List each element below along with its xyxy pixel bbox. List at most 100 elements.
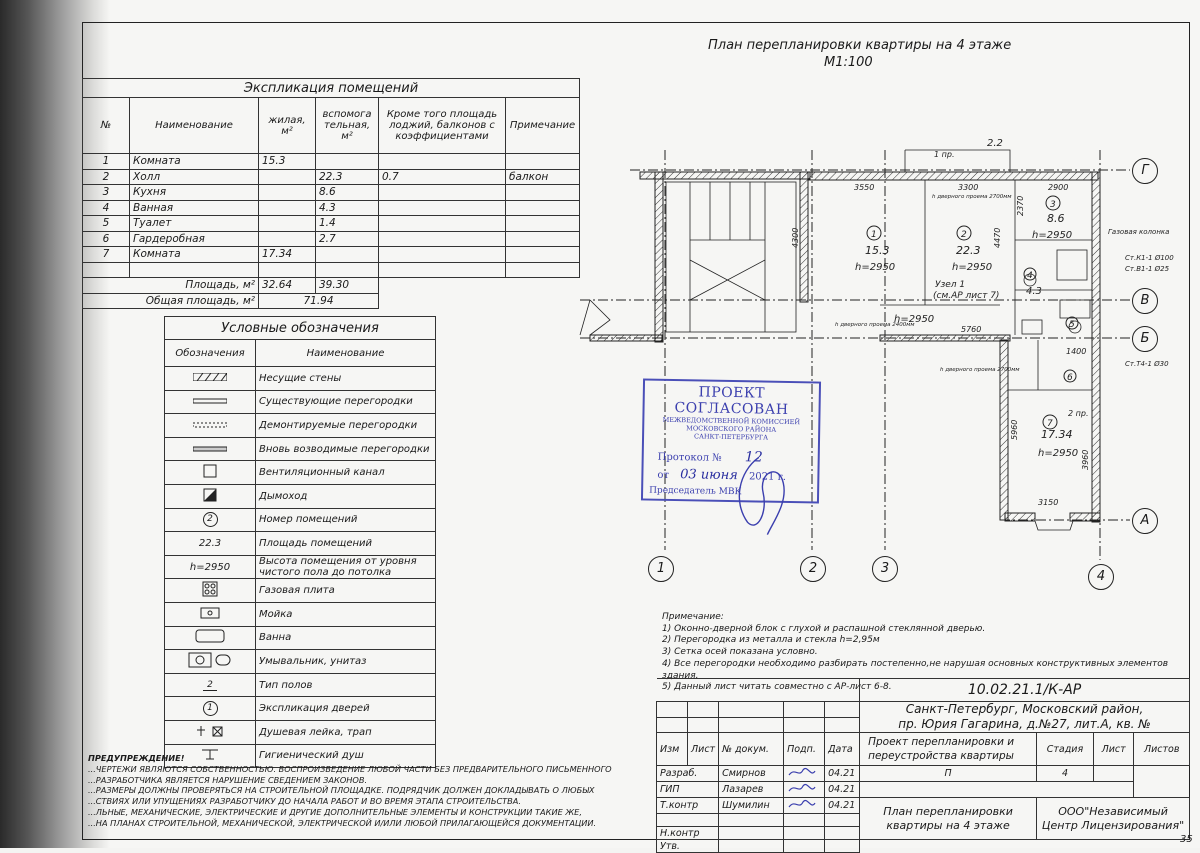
notes-title: Примечание:: [662, 612, 724, 622]
explication-header: вспомога тельная, м²: [315, 97, 379, 154]
explication-cell: 8.6: [315, 184, 379, 201]
explication-table: Экспликация помещений № Наименование жил…: [82, 78, 580, 309]
approval-stamp: ПРОЕКТ СОГЛАСОВАН МЕЖВЕДОМСТВЕННОЙ КОМИС…: [640, 378, 822, 535]
legend-name: Высота помещения от уровня чистого пола …: [255, 554, 436, 580]
gas-label: Газовая колонка: [1108, 228, 1169, 236]
drawing-frame: [82, 22, 1190, 840]
smoke-channel-icon: [164, 483, 256, 509]
legend-name: Ванна: [255, 625, 436, 651]
warning-line: ...ЛЬНЫЕ, МЕХАНИЧЕСКИЕ, ЭЛЕКТРИЧЕСКИЕ И …: [88, 806, 582, 817]
legend-symbol: 2: [202, 512, 218, 528]
room-height: h=2950: [1032, 230, 1072, 241]
floor-plan: 3550 3300 2900 5760 1400 3150 5960 3960 …: [579, 138, 1174, 560]
explication-cell: 7: [82, 246, 130, 263]
legend-name: Вновь возводимые перегородки: [255, 436, 436, 462]
washbasin-toilet-icon: [164, 649, 256, 674]
legend-name: Вентиляционный канал: [255, 460, 436, 485]
signature-cell: [783, 813, 826, 827]
signatory-date: 04.21: [824, 797, 861, 814]
plan-title: План перепланировки квартиры на 4 этаже: [708, 38, 1012, 53]
explication-cell: Комната: [129, 153, 259, 170]
legend-name: Несущие стены: [255, 366, 436, 391]
legend-name: Газовая плита: [255, 578, 436, 603]
existing-partition-icon: [164, 389, 256, 415]
address-line: пр. Юрия Гагарина, д.№27, лит.А, кв. №: [898, 717, 1151, 731]
legend-name: Площадь помещений: [255, 531, 436, 556]
address-line: Санкт-Петербург, Московский район,: [905, 702, 1144, 716]
riser-label: Ст.Т4-1 Ø30: [1125, 360, 1169, 368]
sheets-label: Листов: [1133, 732, 1190, 766]
explication-cell: Гардеробная: [129, 230, 259, 247]
note-item: 2) Перегородка из металла и стекла h=2,9…: [662, 635, 880, 646]
legend-row: Газовая плита: [164, 578, 436, 603]
dim-label: 4300: [791, 228, 800, 248]
explication-cell: [258, 199, 316, 216]
dim-label: 1400: [1066, 347, 1086, 356]
total-label: Общая площадь, м²: [82, 292, 259, 309]
note-item: 3) Сетка осей показана условно.: [662, 647, 818, 658]
signature-scribble: [788, 768, 816, 776]
stamp-date-prefix: от: [657, 469, 670, 481]
tb-col-header: № докум.: [718, 732, 785, 766]
signatory-name: Лазарев: [718, 781, 785, 798]
explication-cell: [258, 184, 316, 201]
explication-cell: [258, 168, 316, 185]
area-living: 32.64: [258, 277, 316, 294]
stamp-line: ПРОЕКТ СОГЛАСОВАН: [674, 384, 789, 418]
legend-name: Дымоход: [255, 483, 436, 509]
legend-table: Условные обозначения Обозначения Наимено…: [164, 316, 436, 769]
explication-cell: [378, 246, 506, 263]
explication-cell: Туалет: [129, 215, 259, 232]
sheets-value: [1092, 765, 1135, 782]
room-height: h=2950: [855, 262, 895, 273]
note-item: 1) Оконно-дверной блок с глухой и распаш…: [662, 623, 986, 634]
signature-cell: [783, 797, 826, 814]
dim-label: 2.2: [987, 138, 1003, 149]
drawing-name: План перепланировки квартиры на 4 этаже: [859, 797, 1038, 840]
explication-cell: 2: [82, 168, 130, 185]
axis-marker: 3: [872, 556, 898, 582]
sink-icon: [164, 601, 256, 627]
legend-name: Тип полов: [255, 672, 436, 698]
explication-cell: [378, 199, 506, 216]
shower-drain-icon: [164, 719, 256, 745]
axis-marker: Б: [1132, 326, 1158, 352]
warning-line: ...ЧЕРТЕЖИ ЯВЛЯЮТСЯ СОБСТВЕННОСТЬЮ. ВОСП…: [88, 763, 612, 774]
room-number: 5: [1069, 320, 1075, 330]
room-number: 6: [1067, 373, 1073, 383]
warning-title: ПРЕДУПРЕЖДЕНИЕ!: [88, 753, 185, 763]
legend-row: Несущие стены: [164, 366, 436, 391]
explication-cell: 1: [82, 153, 130, 170]
explication-cell: 5: [82, 215, 130, 232]
signature-cell: [783, 839, 826, 853]
area-aux: 39.30: [315, 277, 379, 294]
dim-label: 5960: [1010, 420, 1019, 440]
legend-name: Существующие перегородки: [255, 389, 436, 415]
door-label: 1 пр.: [934, 150, 954, 159]
explication-header: №: [82, 97, 130, 154]
legend-symbol: h=2950: [189, 561, 231, 573]
signatory-date: [824, 826, 861, 840]
signatory-name: [718, 826, 785, 840]
signatory-date: [824, 813, 861, 827]
signatory-date: 04.21: [824, 781, 861, 798]
warning-line: ...РАЗРАБОТЧИКА ЯВЛЯЕТСЯ НАРУШЕНИЕ СВЕДЕ…: [88, 774, 368, 785]
axis-marker: 4: [1088, 564, 1114, 590]
legend-row: Вновь возводимые перегородки: [164, 436, 436, 462]
project-name: Проект перепланировки и переустройства к…: [859, 732, 1038, 766]
axis-marker: 1: [648, 556, 674, 582]
explication-cell: 6: [82, 230, 130, 247]
signature-cell: [783, 826, 826, 840]
signatory-name: [718, 839, 785, 853]
room-height: h=2950: [894, 314, 934, 325]
legend-title: Условные обозначения: [164, 316, 436, 340]
room-number-icon: 2: [164, 507, 256, 533]
signatory-name: [718, 813, 785, 827]
